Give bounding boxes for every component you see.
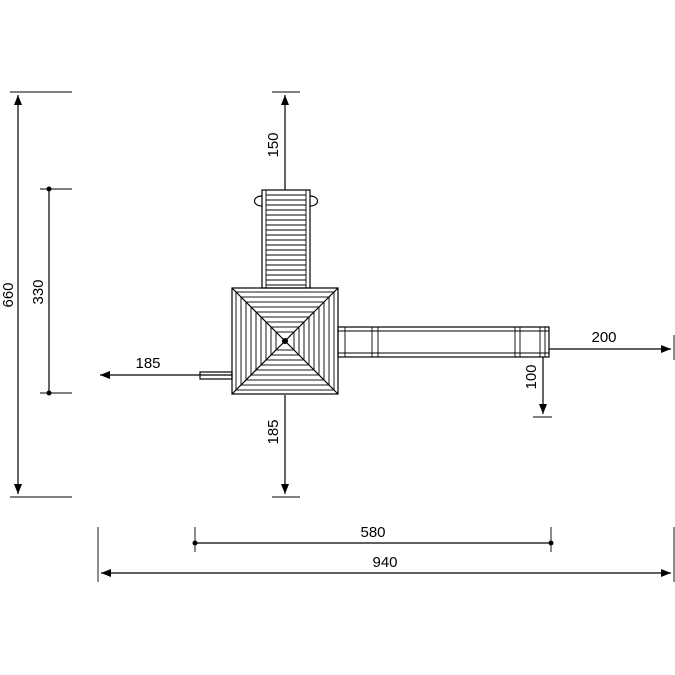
dimension-platform-depth: 330 (30, 186, 72, 396)
dimension-left-extension: 185 (100, 355, 232, 379)
label-660: 660 (0, 282, 17, 307)
dimension-overall-height: 660 (0, 91, 72, 498)
label-200: 200 (591, 329, 616, 346)
label-580: 580 (360, 524, 385, 541)
ladder-drawing (253, 189, 319, 289)
slide-drawing (337, 326, 550, 358)
label-330: 330 (30, 279, 47, 304)
dimension-bottom-clearance: 185 (265, 395, 300, 498)
label-185-bottom: 185 (265, 419, 282, 444)
dimension-slide-height: 100 (523, 357, 552, 418)
label-185-left: 185 (135, 355, 160, 372)
tower-roof-drawing (231, 287, 339, 395)
label-940: 940 (372, 554, 397, 571)
dimension-platform-span: 580 (192, 524, 554, 552)
dimension-overall-width: 940 (97, 527, 675, 582)
label-150: 150 (265, 132, 282, 157)
dimension-ladder-clearance: 150 (265, 91, 300, 190)
dimension-slide-clearance: 200 (549, 329, 675, 360)
label-100: 100 (523, 364, 540, 389)
